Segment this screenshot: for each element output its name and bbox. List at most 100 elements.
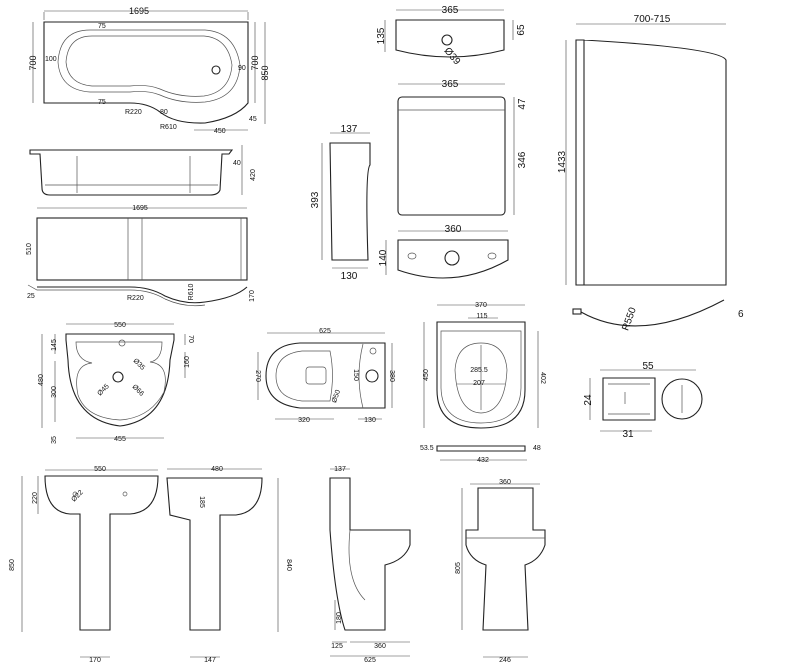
dim-cistern-side-height: 393 (310, 191, 321, 208)
pedestal-basin-side-view: 480 185 840 147 (166, 466, 292, 664)
dim-seat-hinge: 115 (476, 313, 487, 320)
dim-bath-depth-left: 700 (28, 55, 38, 70)
wc-side-view: 137 180 125 360 625 (329, 466, 411, 664)
dim-cistern-side-bottom: 130 (341, 271, 358, 282)
dim-seat-opening-width: 207 (473, 380, 485, 387)
dim-wc-front-width: 360 (499, 479, 511, 486)
dim-offset: 45 (249, 116, 257, 123)
dim-toilet-fix: 150 (352, 369, 359, 381)
dim-bath-height: 420 (250, 169, 257, 181)
dim-profile-width: 55 (642, 361, 654, 372)
shower-screen-view: 700-715 1433 R550 6 (557, 14, 744, 332)
dim-cistern-lip: 65 (516, 24, 527, 36)
dim-panel-r610: R610 (188, 284, 195, 301)
dim-panel-width: 1695 (132, 205, 148, 212)
dim-wc-back: 125 (331, 643, 343, 650)
dim-r220: R220 (125, 109, 142, 116)
dim-rim-bottom: 75 (98, 99, 106, 106)
dim-screen-height: 1433 (557, 150, 568, 173)
dim-toilet-cistern-width: 380 (388, 370, 395, 382)
dim-basin-bowl-width: 455 (114, 436, 126, 443)
basin-plan-view: 550 480 145 300 35 70 160 455 Ø35 Ø45 Ø6… (38, 322, 194, 444)
dim-wc-front-base: 246 (499, 657, 511, 664)
dim-panel-height: 510 (26, 243, 33, 255)
dim-pedestal-top: 220 (32, 492, 39, 504)
dim-basin-width: 550 (114, 322, 126, 329)
dim-cistern-depth: 135 (376, 27, 387, 44)
dim-panel-depth: 170 (249, 290, 256, 302)
dim-wc-waste: 180 (336, 612, 343, 624)
drain-icon (211, 65, 221, 75)
dim-seat-inner-length: 402 (539, 372, 546, 384)
dim-toilet-cistern-depth: 130 (364, 417, 376, 424)
dim-wc-front-height: 805 (455, 562, 462, 574)
bath-panel-view: 1695 510 25 R220 R610 170 (26, 205, 256, 307)
cistern-base-view: 360 140 (378, 224, 509, 279)
dim-basin-tap-offset: 145 (51, 339, 58, 351)
cistern-front-view: 365 47 346 (397, 79, 528, 216)
dim-profile-inner: 31 (622, 429, 634, 440)
dim-pedestal-width: 550 (94, 466, 106, 473)
dim-toilet-inlet: Ø50 (331, 389, 342, 404)
dim-wc-top: 137 (334, 466, 346, 473)
dim-rim-top: 75 (98, 23, 106, 30)
dim-rim-end: 100 (45, 56, 57, 63)
dim-toilet-pan-width: 270 (254, 370, 261, 382)
dim-bath-width: 1695 (129, 6, 149, 16)
wall-profile-section: 55 24 31 (583, 361, 703, 440)
dim-basin-waste-offset: 160 (184, 356, 191, 368)
dim-rim-right: 90 (238, 65, 246, 72)
dim-seat-side-len: 432 (477, 457, 489, 464)
dim-pedestal-base: 170 (89, 657, 101, 664)
wc-front-view: 360 805 246 (455, 479, 546, 664)
dim-seat-hinge-h: 53.5 (420, 445, 434, 452)
dim-pedestal-hole: Ø22 (70, 489, 84, 503)
dim-basin-depth: 480 (38, 374, 45, 386)
dim-bulge: 450 (214, 128, 226, 135)
bath-side-view: 40 420 (29, 145, 257, 196)
dim-profile-height: 24 (583, 394, 594, 406)
dim-toilet-seat: 320 (298, 417, 310, 424)
toilet-seat-view: 370 115 450 402 285.5 207 53.5 48 432 (420, 302, 546, 464)
dim-screen-radius: R550 (620, 306, 639, 333)
dim-seat-opening-length: 285.5 (470, 367, 488, 374)
dim-seat-width: 370 (475, 302, 487, 309)
dim-pedestal-side-height: 840 (285, 559, 292, 571)
dim-bath-depth-right: 700 (250, 55, 260, 70)
dim-cistern-base-width: 360 (445, 224, 462, 235)
dim-toilet-length: 625 (319, 328, 331, 335)
dim-cistern-height: 346 (517, 151, 528, 168)
dim-basin-overflow: Ø66 (131, 383, 145, 397)
dim-cistern-side-top: 137 (341, 124, 358, 135)
cistern-top-view: 365 135 65 Ø39 (376, 5, 527, 68)
dim-pedestal-side-depth: 480 (211, 466, 223, 473)
dim-wc-outlet: 360 (374, 643, 386, 650)
dim-bath-rim: 40 (233, 160, 241, 167)
dim-seat-thick: 48 (533, 445, 541, 452)
dim-panel-r220: R220 (127, 295, 144, 302)
dim-cistern-front-width: 365 (442, 79, 459, 90)
dim-cistern-base-depth: 140 (378, 249, 389, 266)
dim-screen-thickness: 6 (738, 309, 744, 320)
dim-basin-tap-hole: Ø35 (132, 357, 146, 371)
dim-r610: R610 (160, 124, 177, 131)
dim-basin-waste: Ø45 (96, 383, 110, 397)
dim-screen-width: 700-715 (634, 14, 671, 25)
dim-panel-edge: 25 (27, 293, 35, 300)
dim-basin-rim: 70 (187, 335, 194, 343)
dim-pedestal-height: 850 (9, 559, 16, 571)
dim-pedestal-side-base: 147 (204, 657, 216, 664)
dim-bath-depth-max: 850 (260, 65, 270, 80)
pedestal-basin-front-view: 550 220 Ø22 850 170 (9, 466, 159, 664)
bath-plan-view: 1695 700 700 850 75 75 100 90 R220 80 R6… (28, 6, 270, 135)
dim-cistern-width: 365 (442, 5, 459, 16)
dim-basin-back: 35 (51, 436, 58, 444)
dim-pedestal-side-bowl: 185 (198, 496, 205, 508)
cistern-side-view: 137 393 130 (310, 124, 371, 282)
dim-cistern-lid: 47 (517, 98, 528, 110)
toilet-plan-view: 625 270 380 320 130 150 Ø50 (254, 328, 395, 424)
dim-wc-length: 625 (364, 657, 376, 664)
dim-r80: 80 (160, 109, 168, 116)
dim-basin-bowl: 300 (51, 386, 58, 398)
